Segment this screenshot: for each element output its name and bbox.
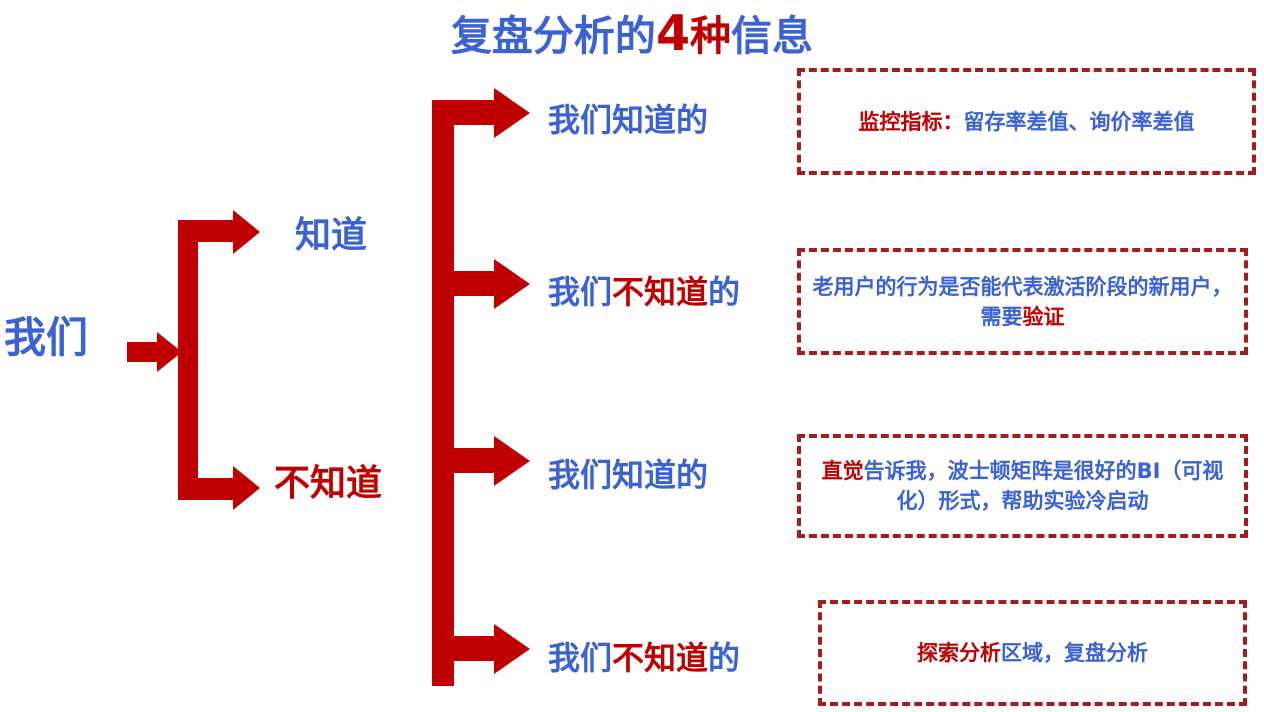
- note-3-lead: 探索分析: [917, 641, 1001, 665]
- outcome-0-prefix: 我们: [548, 101, 613, 139]
- arrow-right-icon: [127, 332, 182, 372]
- outcome-1-suffix: 的: [708, 273, 741, 311]
- note-box-0: 监控指标：留存率差值、询价率差值: [797, 68, 1256, 175]
- title-number: 4: [655, 5, 691, 62]
- root-label: 我们: [4, 313, 89, 362]
- branch-label-know: 知道: [295, 215, 368, 256]
- outcome-label-2: 我们知道的: [548, 455, 708, 495]
- title-part-1: 复盘分析的: [450, 12, 656, 60]
- note-3-body: 区域，复盘分析: [1001, 641, 1148, 665]
- title-part-3: 信息: [731, 12, 814, 60]
- outcome-3-suffix: 的: [708, 639, 741, 677]
- outcome-label-1: 我们不知道的: [548, 272, 740, 312]
- note-text-0: 监控指标：留存率差值、询价率差值: [859, 107, 1195, 137]
- branch-label-not-know: 不知道: [274, 463, 383, 504]
- note-text-3: 探索分析区域，复盘分析: [917, 638, 1148, 668]
- note-2-body: 告诉我，波士顿矩阵是很好的BI（可视化）形式，帮助实验冷启动: [863, 459, 1224, 513]
- note-1-tail: 验证: [1022, 304, 1065, 329]
- note-0-lead: 监控指标：: [858, 109, 964, 134]
- outcome-label-0: 我们知道的: [548, 100, 708, 140]
- title-part-2: 种: [690, 12, 732, 60]
- note-text-1: 老用户的行为是否能代表激活阶段的新用户，需要验证: [811, 272, 1234, 332]
- note-text-2: 直觉告诉我，波士顿矩阵是很好的BI（可视化）形式，帮助实验冷启动: [811, 456, 1234, 516]
- outcome-3-prefix: 我们: [548, 639, 613, 677]
- outcome-2-suffix: 知道的: [612, 456, 709, 494]
- outcome-3-mid: 不知道: [612, 639, 709, 677]
- note-box-3: 探索分析区域，复盘分析: [818, 600, 1247, 706]
- outcome-2-prefix: 我们: [548, 456, 613, 494]
- outcome-1-prefix: 我们: [548, 273, 613, 311]
- note-2-lead: 直觉: [821, 459, 864, 483]
- note-0-body: 留存率差值、询价率差值: [963, 109, 1195, 134]
- note-box-1: 老用户的行为是否能代表激活阶段的新用户，需要验证: [797, 248, 1248, 355]
- note-1-body: 老用户的行为是否能代表激活阶段的新用户，需要: [812, 274, 1233, 329]
- outcome-0-suffix: 知道的: [612, 101, 709, 139]
- page-title: 复盘分析的4种信息: [0, 8, 1264, 62]
- outcome-1-mid: 不知道: [612, 273, 709, 311]
- outcome-label-3: 我们不知道的: [548, 638, 740, 678]
- four-way-branch-icon: [432, 88, 542, 698]
- branch-split-icon: [178, 210, 283, 510]
- note-box-2: 直觉告诉我，波士顿矩阵是很好的BI（可视化）形式，帮助实验冷启动: [797, 434, 1248, 538]
